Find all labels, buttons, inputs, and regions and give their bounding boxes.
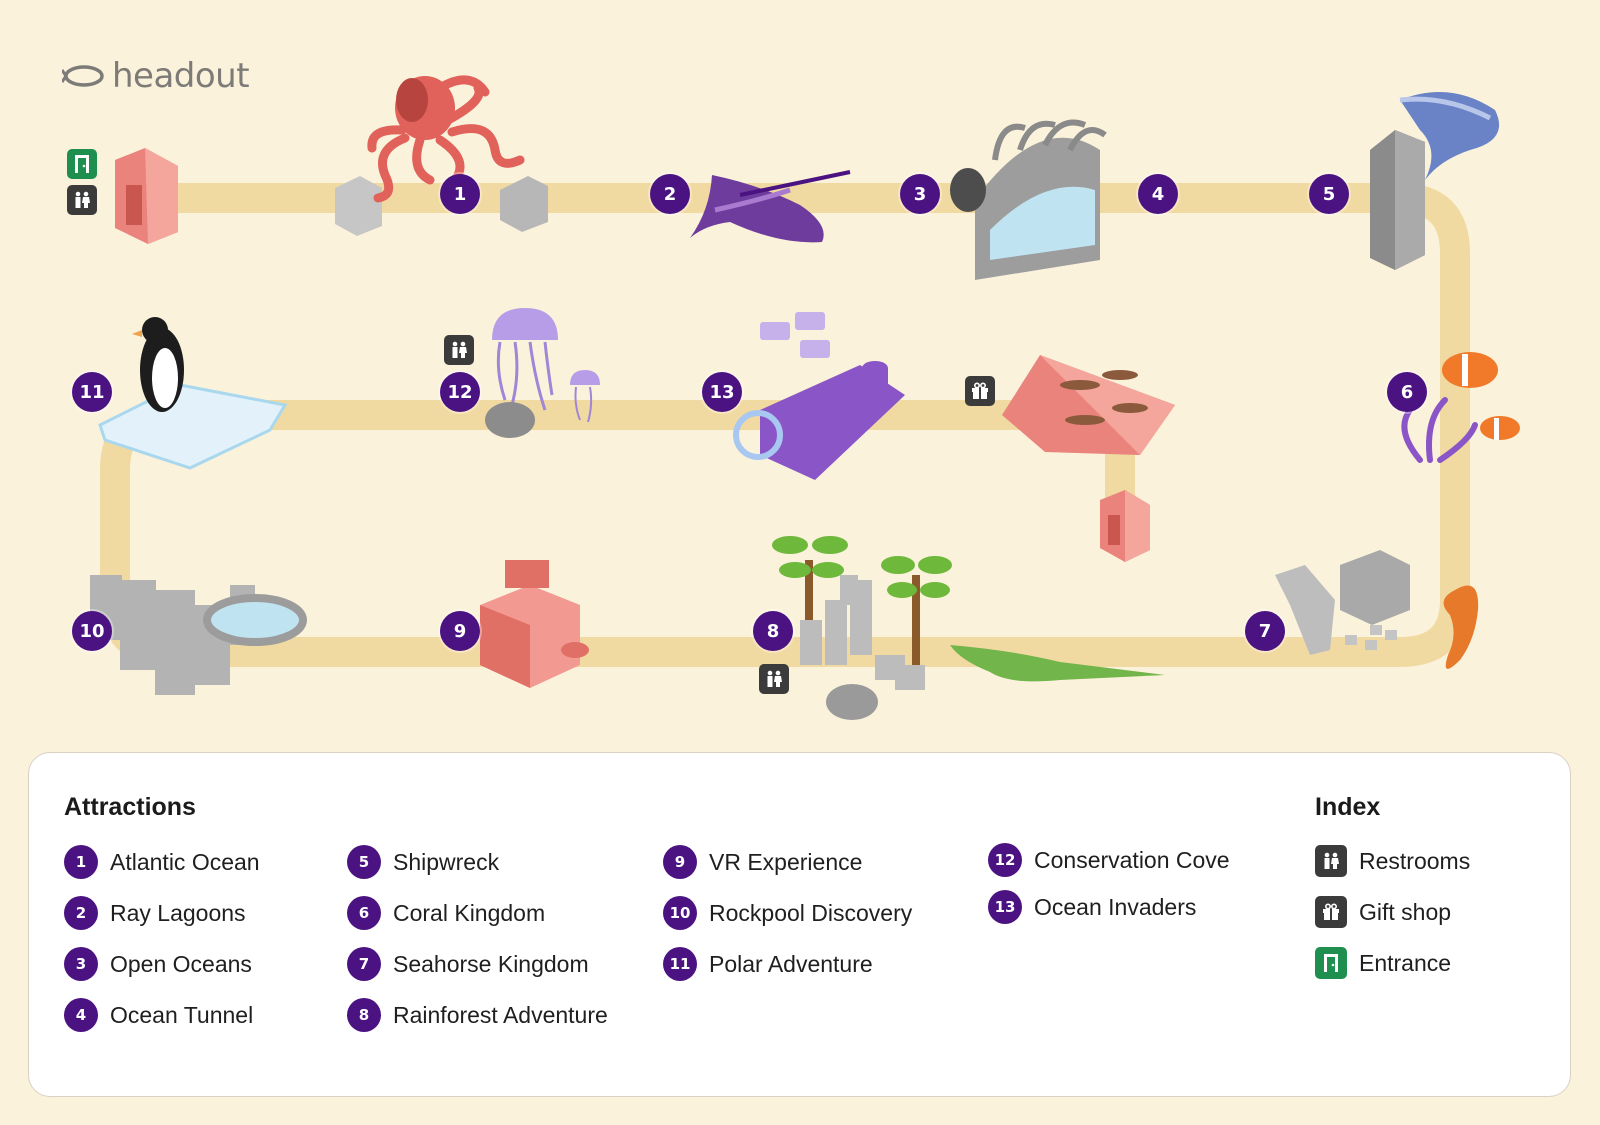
legend-label: Open Oceans [110, 950, 252, 977]
jellyfish-icon [485, 308, 600, 438]
index-item-entrance: Entrance [1315, 947, 1451, 979]
legend-label: Ray Lagoons [110, 899, 246, 926]
map-illustration [90, 75, 1520, 720]
legend-number: 7 [347, 947, 381, 981]
legend-number: 1 [64, 845, 98, 879]
index-heading: Index [1315, 793, 1381, 821]
invaders-platform-icon [733, 312, 905, 480]
legend-item-conservation-cove[interactable]: 12 Conservation Cove [988, 843, 1230, 877]
legend-item-seahorse-kingdom[interactable]: 7 Seahorse Kingdom [347, 947, 589, 981]
legend-number: 6 [347, 896, 381, 930]
map-pin-7[interactable]: 7 [1245, 611, 1285, 651]
clownfish-coral-icon [1401, 352, 1520, 463]
legend-item-rockpool-discovery[interactable]: 10 Rockpool Discovery [663, 896, 912, 930]
legend-label: Ocean Invaders [1034, 893, 1197, 920]
index-label: Restrooms [1359, 847, 1471, 874]
restroom-icon [759, 664, 789, 694]
legend-label: Atlantic Ocean [110, 848, 260, 875]
map-pin-12[interactable]: 12 [440, 372, 480, 412]
aquarium-map: headout 1 2 3 4 5 6 7 8 9 10 11 12 13 [62, 56, 1520, 720]
legend-number: 10 [663, 896, 697, 930]
brand-name: headout [112, 56, 250, 96]
legend-item-polar-adventure[interactable]: 11 Polar Adventure [663, 947, 873, 981]
headout-logo: headout [62, 56, 250, 96]
gift-shop-tent-icon [1002, 355, 1175, 455]
legend-label: Coral Kingdom [393, 899, 546, 926]
legend-label: Rainforest Adventure [393, 1001, 608, 1028]
restroom-icon [444, 335, 474, 365]
legend-label: Rockpool Discovery [709, 899, 913, 926]
legend-number: 9 [663, 845, 697, 879]
tunnel-dome-icon [950, 119, 1107, 280]
map-pin-13[interactable]: 13 [702, 372, 742, 412]
legend-number: 4 [64, 998, 98, 1032]
restroom-icon [67, 185, 97, 215]
map-pin-9[interactable]: 9 [440, 611, 480, 651]
legend-label: Polar Adventure [709, 950, 873, 977]
seahorse-blocks-icon [1275, 550, 1479, 669]
legend-item-open-oceans[interactable]: 3 Open Oceans [64, 947, 252, 981]
octopus-icon [335, 75, 548, 236]
rockpool-icon [90, 575, 307, 695]
legend-number: 5 [347, 845, 381, 879]
legend-number: 12 [988, 843, 1022, 877]
index-item-restrooms: Restrooms [1315, 845, 1470, 877]
entrance-door-icon [67, 149, 97, 179]
legend-item-ray-lagoons[interactable]: 2 Ray Lagoons [64, 896, 246, 930]
rainforest-icon [772, 536, 1165, 720]
vr-booth-icon [480, 560, 589, 688]
legend-item-ocean-invaders[interactable]: 13 Ocean Invaders [988, 890, 1196, 924]
legend-number: 8 [347, 998, 381, 1032]
legend-label: Conservation Cove [1034, 846, 1230, 873]
legend-number: 11 [663, 947, 697, 981]
legend-item-coral-kingdom[interactable]: 6 Coral Kingdom [347, 896, 545, 930]
legend-number: 2 [64, 896, 98, 930]
legend-label: Seahorse Kingdom [393, 950, 589, 977]
entrance-door-icon [1315, 947, 1347, 979]
map-pin-11[interactable]: 11 [72, 372, 112, 412]
blimp-logo-icon [62, 65, 104, 87]
map-pin-5[interactable]: 5 [1309, 174, 1349, 214]
restroom-icon [1315, 845, 1347, 877]
penguin-icon [98, 317, 288, 470]
moai-shark-icon [1370, 92, 1500, 270]
legend-number: 3 [64, 947, 98, 981]
map-pin-10[interactable]: 10 [72, 611, 112, 651]
map-pin-6[interactable]: 6 [1387, 372, 1427, 412]
index-item-gift-shop: Gift shop [1315, 896, 1451, 928]
legend-panel: Attractions Index 1 Atlantic Ocean 2 Ray… [28, 752, 1571, 1097]
exit-arch-icon [1100, 490, 1150, 562]
map-pin-1[interactable]: 1 [440, 174, 480, 214]
gift-icon [965, 376, 995, 406]
legend-item-ocean-tunnel[interactable]: 4 Ocean Tunnel [64, 998, 253, 1032]
map-pin-2[interactable]: 2 [650, 174, 690, 214]
legend-item-vr-experience[interactable]: 9 VR Experience [663, 845, 862, 879]
attractions-heading: Attractions [64, 793, 196, 821]
legend-number: 13 [988, 890, 1022, 924]
legend-item-atlantic-ocean[interactable]: 1 Atlantic Ocean [64, 845, 260, 879]
legend-label: Ocean Tunnel [110, 1001, 254, 1028]
gift-icon [1315, 896, 1347, 928]
map-pin-3[interactable]: 3 [900, 174, 940, 214]
map-pin-8[interactable]: 8 [753, 611, 793, 651]
manta-ray-icon [690, 170, 851, 243]
map-pin-4[interactable]: 4 [1138, 174, 1178, 214]
legend-item-rainforest-adventure[interactable]: 8 Rainforest Adventure [347, 998, 608, 1032]
entrance-arch-icon [115, 148, 178, 244]
index-label: Entrance [1359, 949, 1452, 976]
legend-label: Shipwreck [393, 848, 500, 875]
index-label: Gift shop [1359, 898, 1452, 925]
legend-label: VR Experience [709, 848, 863, 875]
legend-item-shipwreck[interactable]: 5 Shipwreck [347, 845, 499, 879]
